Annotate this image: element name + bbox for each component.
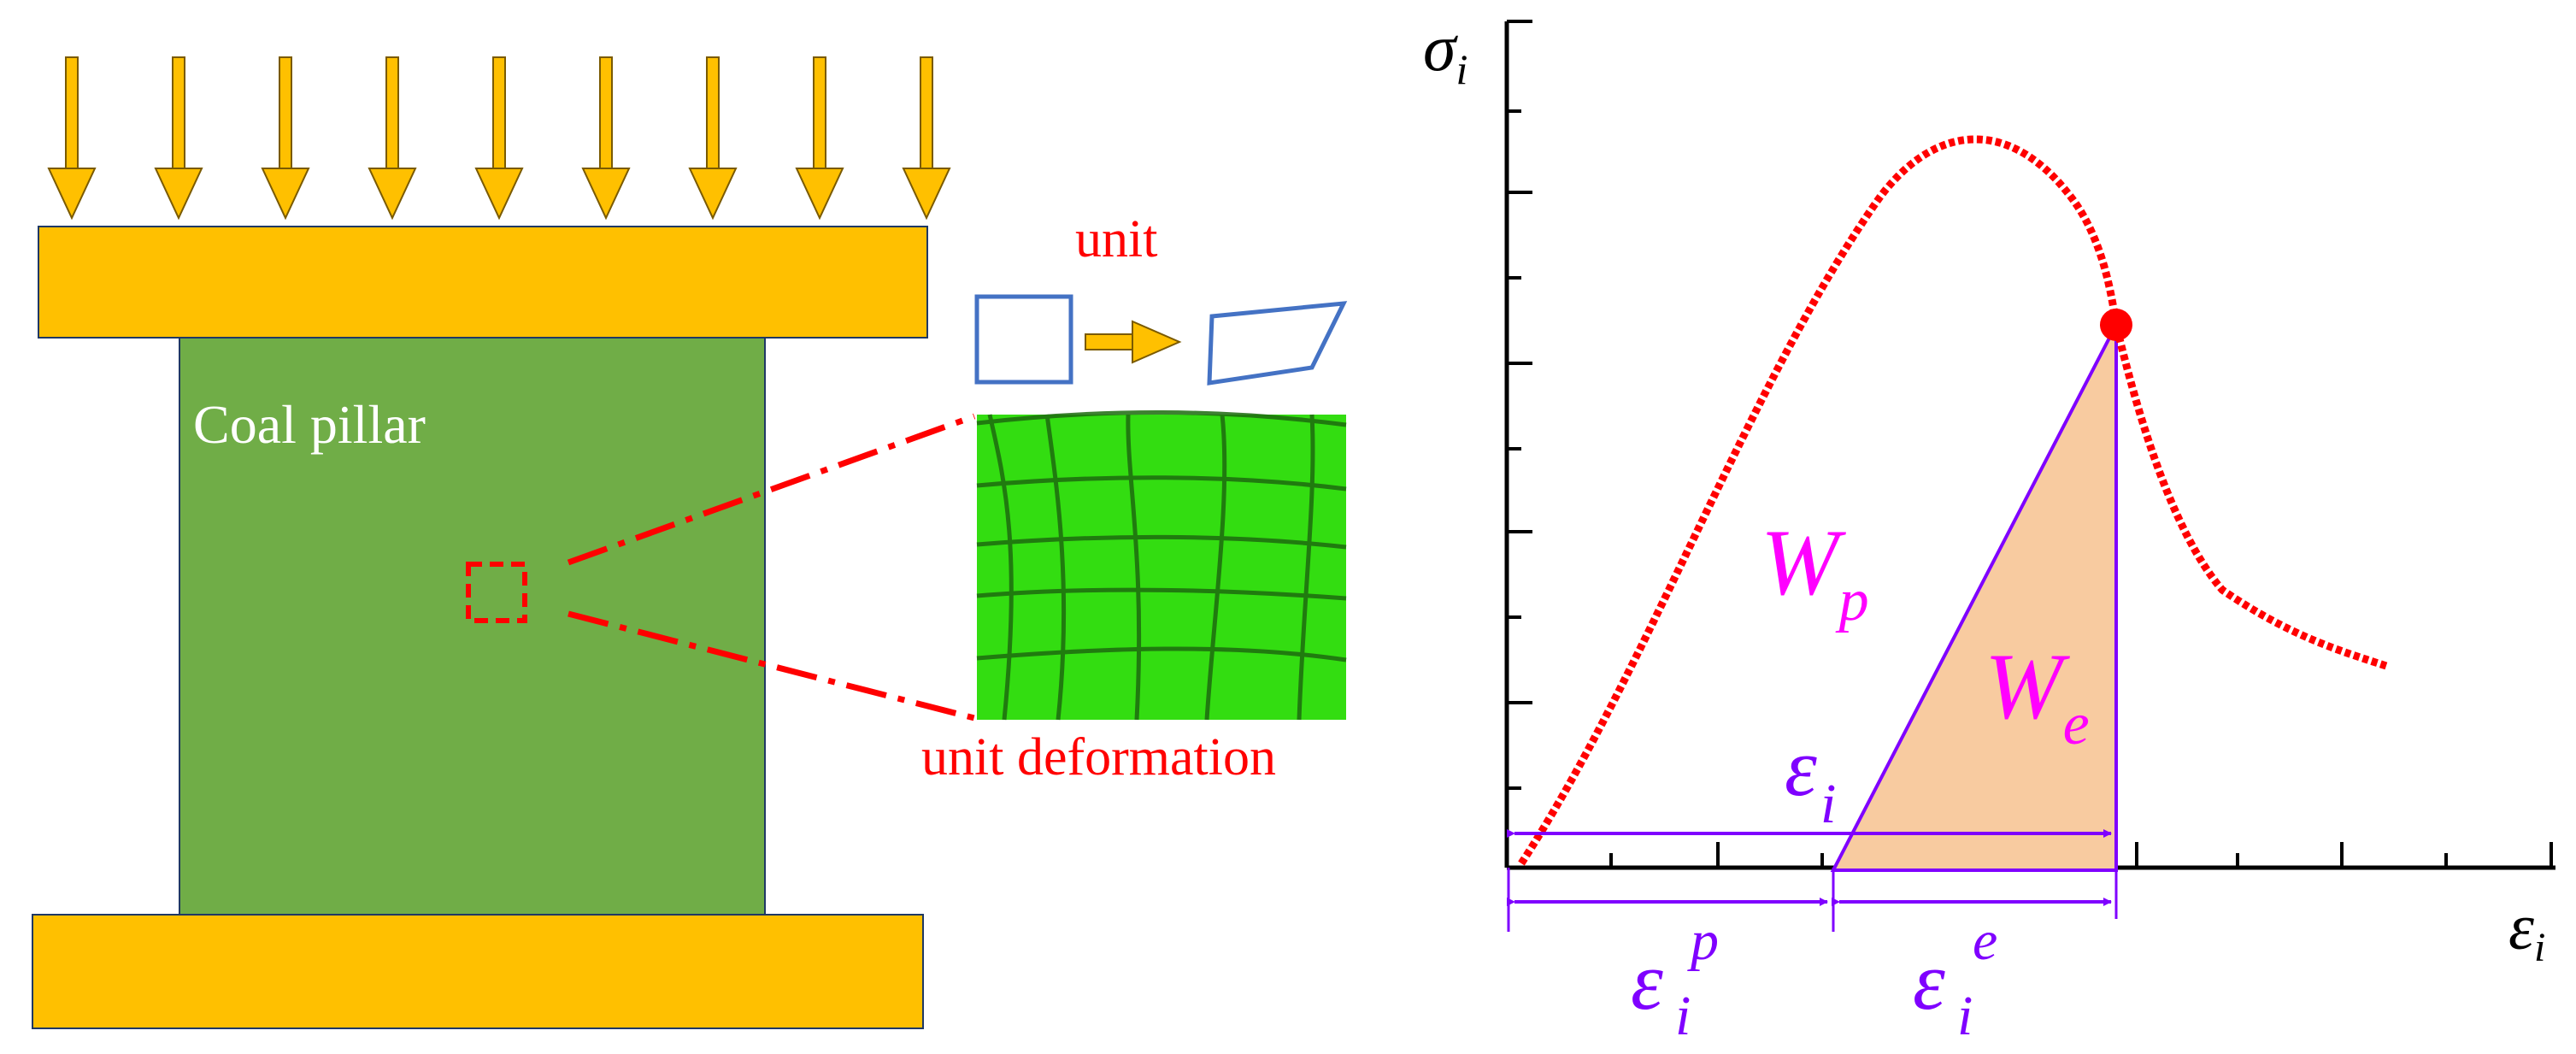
- load-arrow: [902, 56, 951, 221]
- pillar-label: Coal pillar: [193, 394, 426, 455]
- elastic-energy-region: [1830, 324, 2118, 872]
- coal-pillar: [179, 337, 766, 916]
- load-arrow: [795, 56, 844, 221]
- deformation-arrow: [1085, 320, 1182, 364]
- unloading-point: [2100, 309, 2132, 341]
- unit-square: [974, 294, 1073, 385]
- eps-e-label: ε e i: [1913, 910, 2001, 1047]
- deformation-mesh: [976, 409, 1347, 721]
- zoom-line-upper: [567, 413, 976, 566]
- load-arrow: [154, 56, 203, 221]
- y-axis: [1504, 20, 1532, 868]
- unit-deformation-label: unit deformation: [921, 728, 1276, 786]
- eps-p-label: ε p i: [1631, 910, 1722, 1047]
- y-axis-label: σi: [1423, 10, 1467, 93]
- eps-i-label: εi: [1785, 721, 1836, 835]
- load-arrow: [261, 56, 310, 221]
- x-axis-label: εi: [2508, 892, 2545, 970]
- deformed-unit: [1207, 301, 1348, 386]
- top-loading-plate: [38, 226, 928, 339]
- we-label: We: [1985, 634, 2090, 757]
- bottom-loading-plate: [32, 914, 924, 1029]
- stress-strain-curve: [1518, 135, 2391, 866]
- unit-label: unit: [1075, 210, 1157, 268]
- load-arrow: [581, 56, 631, 221]
- load-arrow: [474, 56, 524, 221]
- selected-unit-marker: [466, 562, 527, 623]
- load-arrows: [47, 56, 951, 221]
- load-arrow: [368, 56, 417, 221]
- wp-label: Wp: [1761, 510, 1869, 633]
- load-arrow: [47, 56, 97, 221]
- load-arrow: [688, 56, 738, 221]
